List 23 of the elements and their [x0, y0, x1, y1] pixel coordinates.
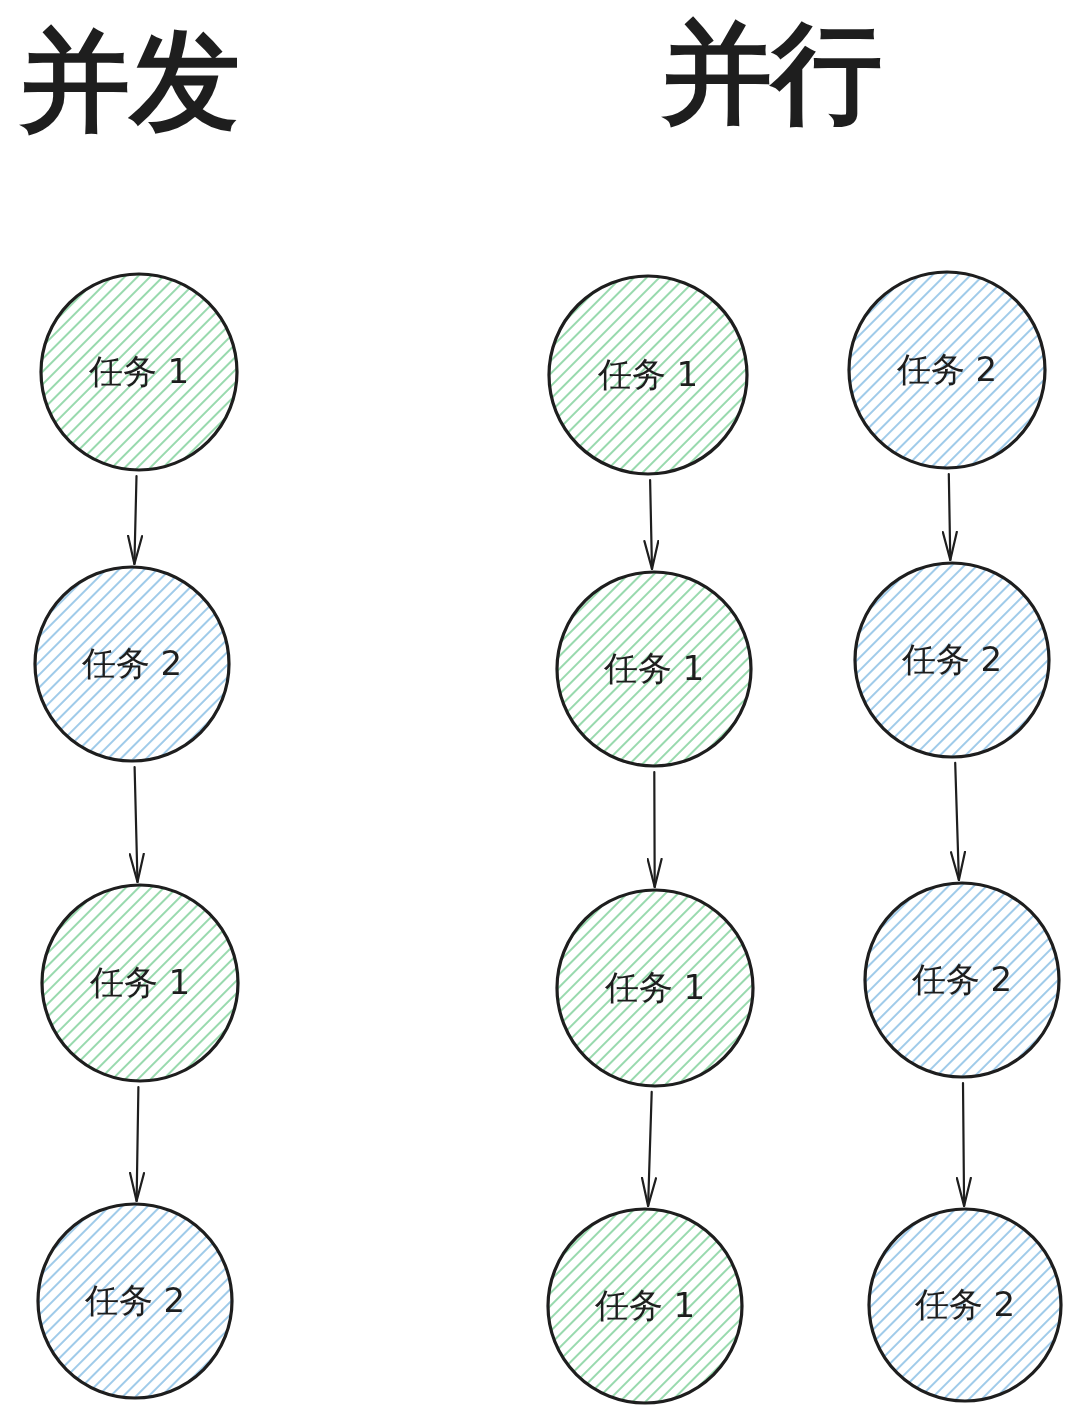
heading: 并行 [662, 18, 882, 128]
task-circle: 任务 1 [555, 888, 755, 1088]
heading: 并发 [20, 26, 240, 136]
arrow [949, 761, 967, 882]
task-circle: 任务 1 [40, 883, 240, 1083]
arrow [941, 472, 958, 562]
arrow [128, 765, 145, 884]
arrow [128, 1085, 146, 1203]
task-circle: 任务 2 [33, 565, 231, 763]
arrow [640, 1090, 658, 1208]
task-circle: 任务 2 [847, 270, 1047, 470]
arrow [643, 478, 660, 571]
task-circle: 任务 1 [555, 570, 753, 768]
task-circle: 任务 2 [867, 1207, 1063, 1403]
task-circle: 任务 2 [36, 1202, 234, 1400]
task-circle: 任务 2 [853, 561, 1051, 759]
task-circle: 任务 1 [547, 274, 749, 476]
arrow [126, 474, 144, 566]
arrow [646, 770, 663, 889]
task-circle: 任务 1 [546, 1207, 744, 1405]
task-circle: 任务 2 [863, 881, 1061, 1079]
task-circle: 任务 1 [39, 272, 239, 472]
arrow [955, 1081, 972, 1208]
